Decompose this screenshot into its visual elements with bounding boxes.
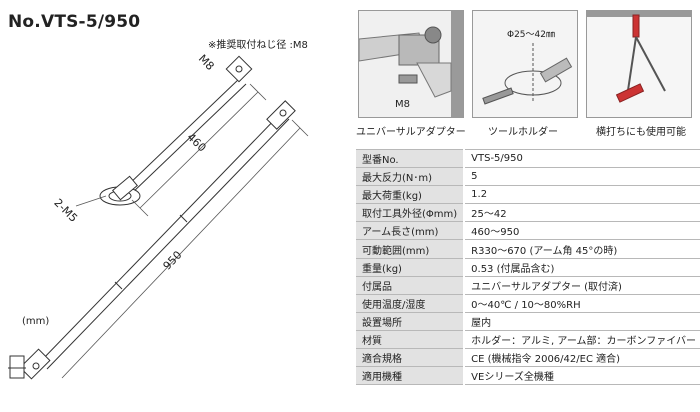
spec-value: 0～40℃ / 10～80%RH [464,294,700,313]
spec-key: 重量(kg) [356,258,466,277]
spec-key: 最大荷重(kg) [356,185,466,205]
photo1-m8-label: M8 [395,99,410,110]
spec-value: 0.53 (付属品含む) [464,258,700,277]
caption-horizontal-use: 横打ちにも使用可能 [596,127,686,138]
spec-value: ホルダー：アルミ, アーム部：カーボンファイバー [464,330,700,350]
spec-row: 最大荷重(kg)1.2 [356,185,700,205]
spec-key: 材質 [356,330,466,350]
spec-row: 可動範囲(mm)R330～670 (アーム角 45°の時) [356,239,700,259]
spec-value: VTS-5/950 [464,148,700,169]
spec-key: 適合規格 [356,348,466,368]
unit-label: (mm) [22,316,50,327]
spec-row: 取付工具外径(Φmm)25～42 [356,203,700,223]
spec-key: アーム長さ(mm) [356,221,466,241]
spec-key: 型番No. [356,148,466,169]
spec-key: 可動範囲(mm) [356,239,466,259]
spec-key: 付属品 [356,276,466,295]
spec-row: 設置場所屋内 [356,312,700,331]
screw-note: ※推奨取付ねじ径 :M8 [208,40,308,51]
spec-value: CE (機械指令 2006/42/EC 適合) [464,348,700,368]
spec-value: VEシリーズ全機種 [464,366,700,386]
spec-value: 屋内 [464,312,700,331]
spec-key: 適用機種 [356,366,466,386]
spec-value: R330～670 (アーム角 45°の時) [464,239,700,259]
spec-value: 5 [464,167,700,187]
spec-key: 取付工具外径(Φmm) [356,203,466,223]
spec-value: 25～42 [464,203,700,223]
spec-row: 最大反力(N･m)5 [356,167,700,187]
photo-horizontal-use [586,10,692,118]
caption-tool-holder: ツールホルダー [488,127,558,138]
spec-row: 付属品ユニバーサルアダプター (取付済) [356,276,700,295]
photo-universal-adapter: M8 [358,10,464,118]
spec-key: 最大反力(N･m) [356,167,466,187]
spec-row: 材質ホルダー：アルミ, アーム部：カーボンファイバー [356,330,700,350]
spec-value: 1.2 [464,185,700,205]
photo2-diameter-label: Φ25～42㎜ [507,30,555,40]
spec-value: 460～950 [464,221,700,241]
spec-value: ユニバーサルアダプター (取付済) [464,276,700,295]
model-title: No.VTS-5/950 [8,12,141,32]
caption-universal-adapter: ユニバーサルアダプター [356,127,466,138]
spec-key: 使用温度/湿度 [356,294,466,313]
spec-row: 型番No.VTS-5/950 [356,148,700,169]
spec-key: 設置場所 [356,312,466,331]
spec-row: アーム長さ(mm)460～950 [356,221,700,241]
spec-row: 重量(kg)0.53 (付属品含む) [356,258,700,277]
photo-tool-holder: Φ25～42㎜ [472,10,578,118]
